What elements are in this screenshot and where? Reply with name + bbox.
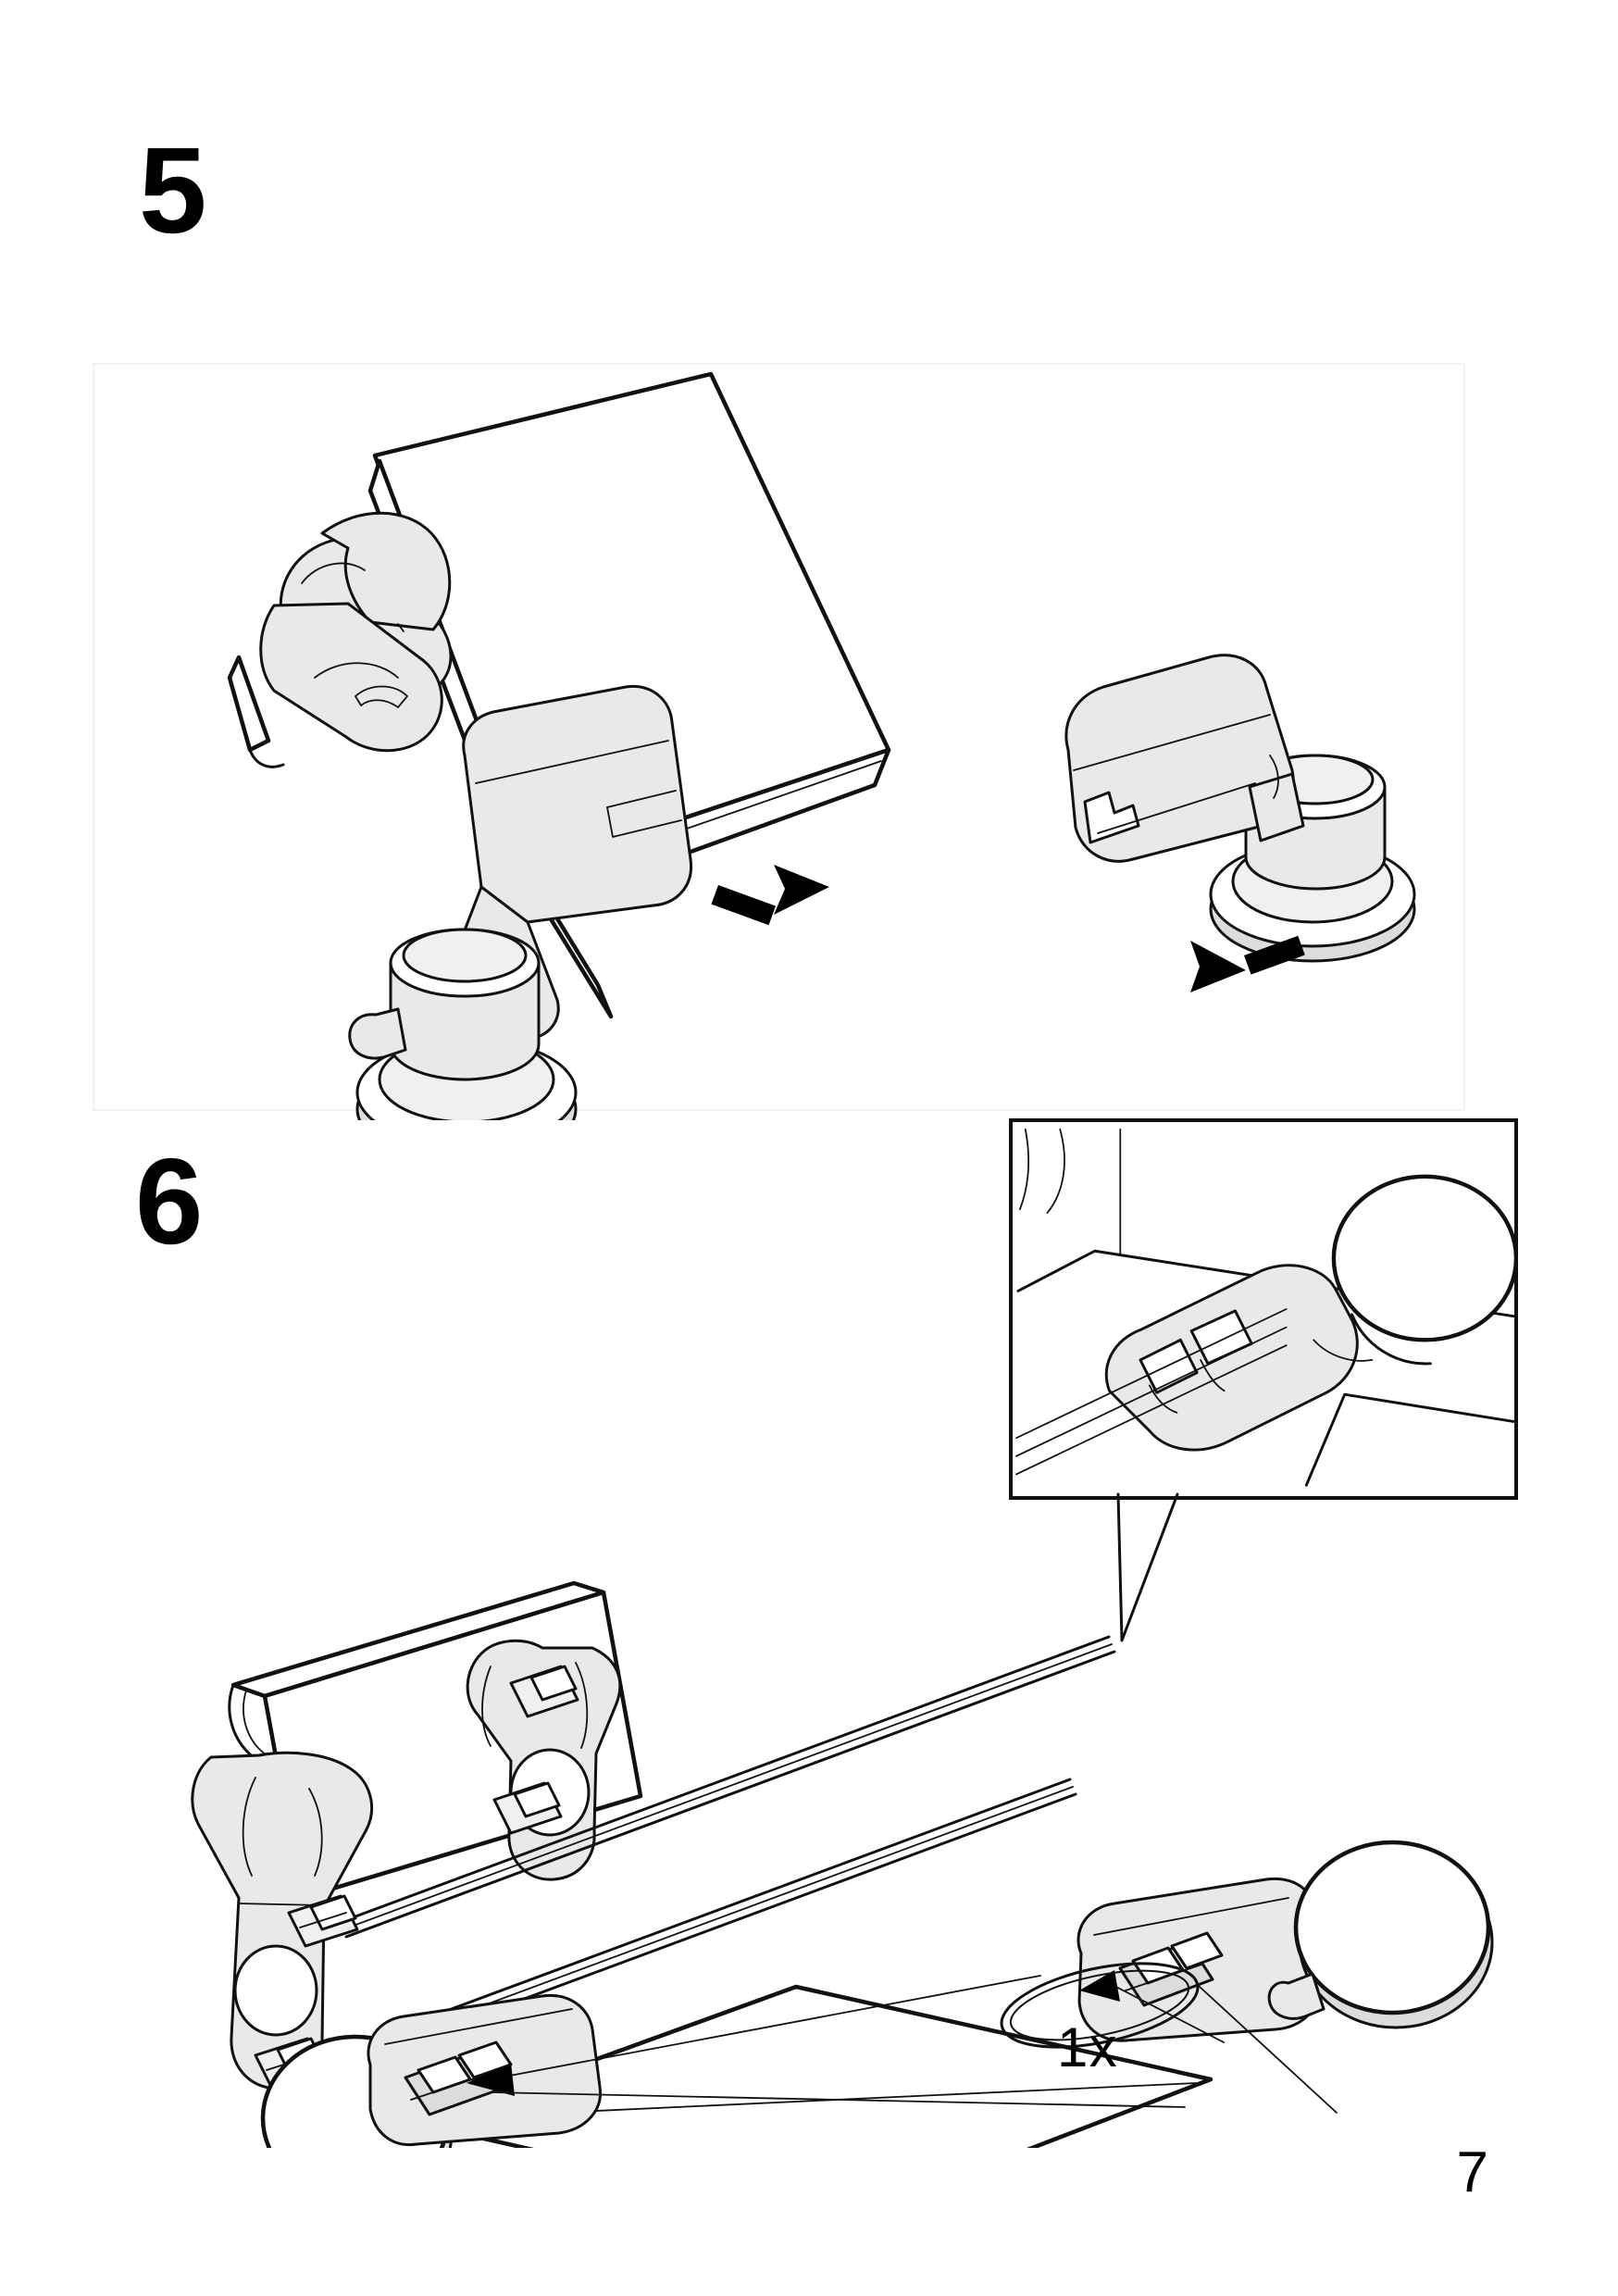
suction-foot-right [1077, 1840, 1494, 2042]
quantity-callout-ellipse [1000, 1962, 1200, 2049]
bracket-mount-upper-left [227, 511, 453, 768]
step-6-illustration [191, 1580, 1494, 2148]
end-plate-left [191, 1751, 374, 2090]
step-number-6: 6 [135, 1133, 203, 1269]
step-5-illustration [227, 371, 1416, 1120]
push-arrow-right-bracket [1190, 935, 1305, 992]
detail-inset-artwork [1015, 1128, 1514, 1487]
rod-assembly [300, 1635, 1116, 2081]
rod-clip-left-upper [287, 1894, 359, 1948]
page-number: 7 [1456, 2140, 1488, 2204]
bracket-mount-lower-left-with-suction-cup [348, 684, 693, 1120]
step-number-5: 5 [139, 122, 206, 258]
retaining-clip-left [404, 2040, 513, 2116]
end-plate-right [466, 1639, 622, 1881]
rod-clip-right-upper [509, 1665, 579, 1718]
quantity-leader-lines [490, 1986, 1338, 2114]
detail-inset-callout-tail [1116, 1492, 1179, 1642]
push-arrow-left-bracket [711, 865, 829, 926]
clip-pointer-arrow-left [467, 1975, 1041, 2096]
suction-foot-left [260, 1993, 602, 2148]
clip-engagement-detail-inset [1009, 1118, 1518, 1500]
rod-clip-right-lower [492, 1781, 563, 1835]
bracket-mount-right-with-suction-cup [1064, 654, 1416, 963]
quantity-label: 1x [1057, 2016, 1118, 2078]
